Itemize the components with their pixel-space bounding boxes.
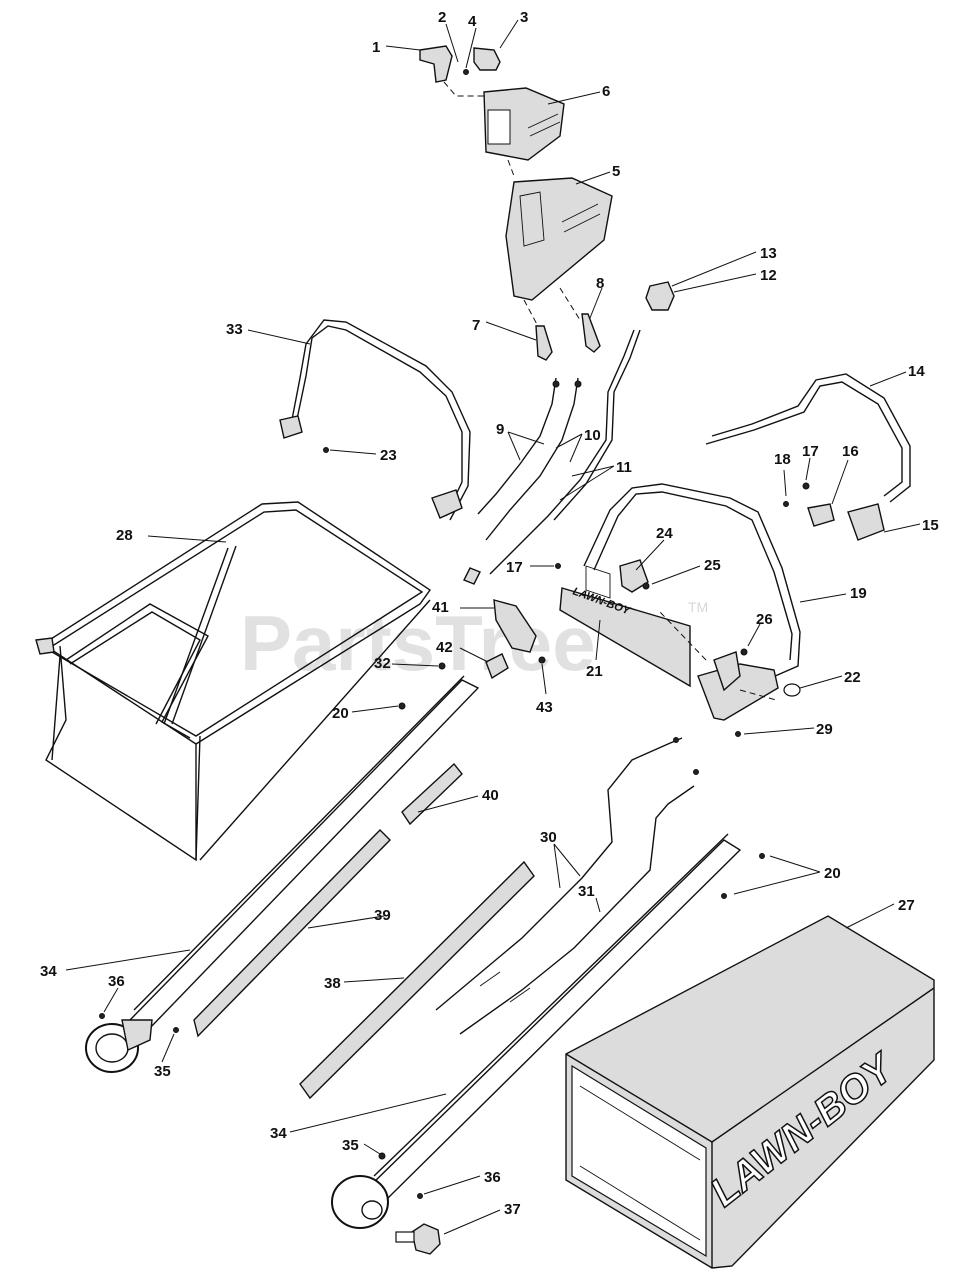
part-strip-38 — [299, 860, 535, 1100]
callout-9: 9 — [496, 421, 504, 438]
callout-15: 15 — [922, 517, 939, 534]
callout-8: 8 — [596, 275, 604, 292]
part-screw-29 — [735, 731, 741, 737]
callout-labels: 1 2 4 3 6 5 13 12 8 7 33 23 14 9 10 11 2… — [40, 9, 939, 1218]
part-bracket-41 — [493, 599, 537, 653]
callout-26: 26 — [756, 611, 773, 628]
callout-37: 37 — [504, 1201, 521, 1218]
part-cap-22 — [783, 683, 801, 697]
callout-19: 19 — [850, 585, 867, 602]
callout-17-a: 17 — [802, 443, 819, 460]
part-screw-20-left — [398, 702, 406, 710]
callout-18: 18 — [774, 451, 791, 468]
callout-1: 1 — [372, 39, 380, 56]
part-screw-18 — [783, 501, 789, 507]
part-lever-left — [419, 45, 453, 83]
callout-30: 30 — [540, 829, 557, 846]
part-cables — [463, 329, 641, 585]
part-bag-frame-28 — [35, 501, 431, 862]
part-console-cover — [483, 87, 565, 161]
part-nut-26 — [740, 648, 748, 656]
callout-23: 23 — [380, 447, 397, 464]
callout-32: 32 — [374, 655, 391, 672]
part-strip-39 — [193, 829, 391, 1038]
callout-12: 12 — [760, 267, 777, 284]
callout-34-b: 34 — [270, 1125, 287, 1142]
part-bracket-24 — [619, 559, 649, 593]
part-knob-37 — [395, 1223, 441, 1255]
callout-33: 33 — [226, 321, 243, 338]
callout-35-a: 35 — [154, 1063, 171, 1080]
callout-6: 6 — [602, 83, 610, 100]
part-screw-43 — [538, 656, 546, 664]
callout-29: 29 — [816, 721, 833, 738]
callout-20-b: 20 — [824, 865, 841, 882]
callout-38: 38 — [324, 975, 341, 992]
part-control-lever-8 — [581, 313, 601, 353]
part-pivot-16 — [807, 503, 835, 527]
callout-13: 13 — [760, 245, 777, 262]
part-screw-23 — [323, 447, 329, 453]
callout-35-b: 35 — [342, 1137, 359, 1154]
part-nut-25 — [642, 582, 650, 590]
part-strip-40 — [401, 762, 463, 826]
callout-36-a: 36 — [108, 973, 125, 990]
part-clip-42 — [485, 653, 509, 680]
callout-31: 31 — [578, 883, 595, 900]
part-upper-handle-33 — [279, 319, 471, 521]
leader-lines — [65, 19, 921, 1235]
part-screw-32 — [438, 662, 446, 670]
part-main-handle-19 — [583, 483, 801, 681]
part-lower-handle-34-right — [331, 833, 765, 1229]
callout-7: 7 — [472, 317, 480, 334]
callout-40: 40 — [482, 787, 499, 804]
part-control-lever-7 — [535, 325, 553, 361]
callout-16: 16 — [842, 443, 859, 460]
callout-4: 4 — [468, 13, 477, 30]
callout-2: 2 — [438, 9, 446, 26]
part-switch — [645, 281, 675, 311]
callout-34-a: 34 — [40, 963, 57, 980]
callout-5: 5 — [612, 163, 620, 180]
callout-24: 24 — [656, 525, 673, 542]
callout-27: 27 — [898, 897, 915, 914]
callout-10: 10 — [584, 427, 601, 444]
watermark-trademark: TM — [688, 599, 708, 615]
callout-41: 41 — [432, 599, 449, 616]
callout-21: 21 — [586, 663, 603, 680]
part-washer-17 — [802, 482, 810, 490]
callout-42: 42 — [436, 639, 453, 656]
callout-14: 14 — [908, 363, 925, 380]
part-control-housing — [505, 177, 613, 301]
part-grass-bag-27: LAWN-BOY — [565, 915, 935, 1269]
callout-22: 22 — [844, 669, 861, 686]
part-lever-right — [463, 47, 501, 75]
callout-43: 43 — [536, 699, 553, 716]
callout-36-b: 36 — [484, 1169, 501, 1186]
callout-3: 3 — [520, 9, 528, 26]
part-lower-pivot — [659, 611, 779, 721]
callout-11: 11 — [616, 459, 632, 476]
callout-28: 28 — [116, 527, 133, 544]
callout-25: 25 — [704, 557, 721, 574]
part-lower-handle-34-left — [85, 675, 480, 1073]
callout-20-a: 20 — [332, 705, 349, 722]
part-control-rods — [435, 737, 699, 1035]
part-washer-17-b — [555, 563, 561, 569]
callout-17-b: 17 — [506, 559, 523, 576]
callout-39: 39 — [374, 907, 391, 924]
part-handle-14 — [705, 373, 911, 541]
